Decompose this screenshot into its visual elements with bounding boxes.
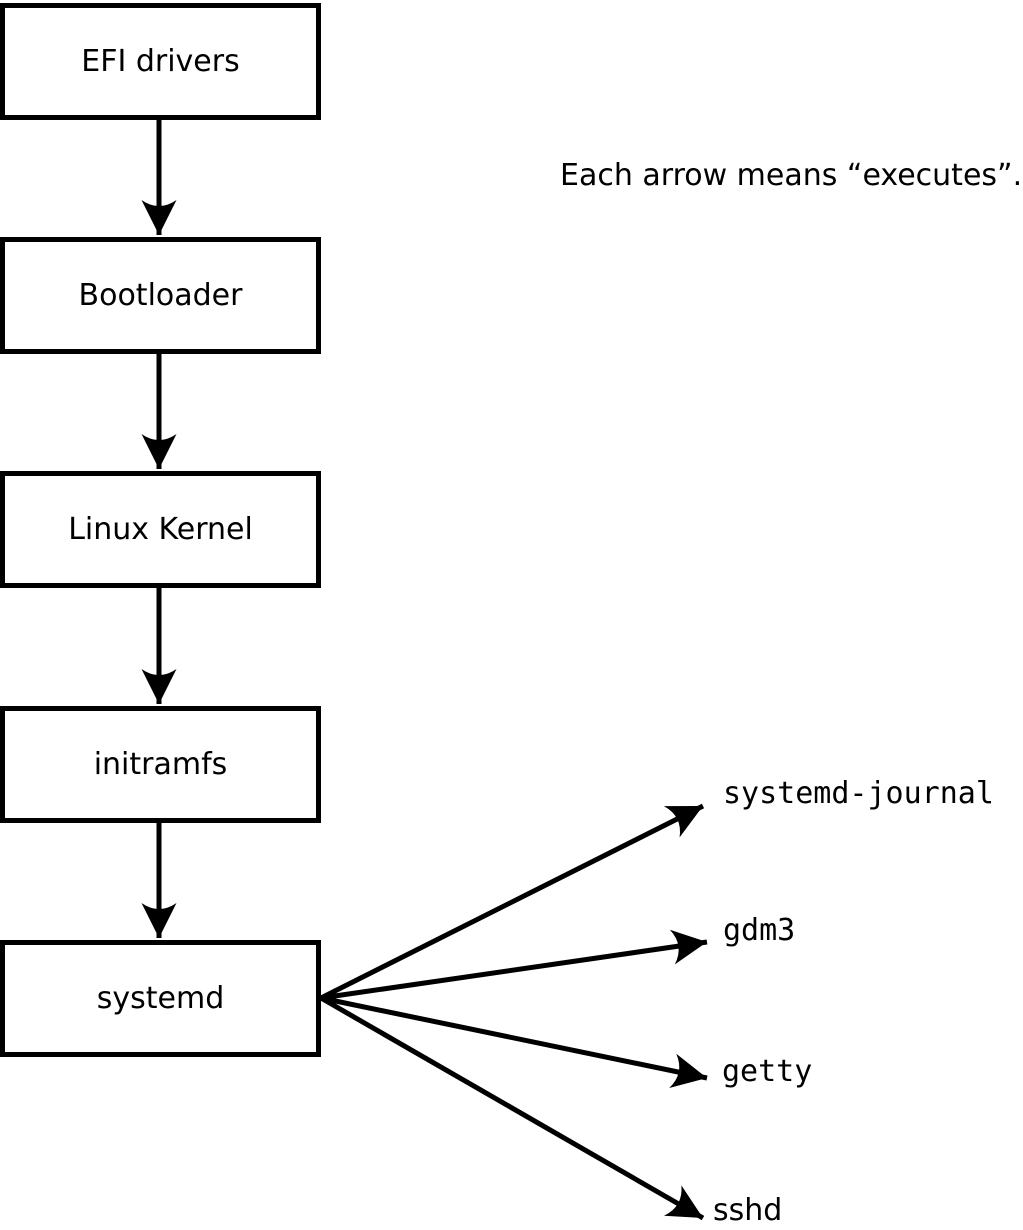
box-efi-drivers: EFI drivers [0,3,321,120]
label-getty: getty [722,1054,813,1089]
box-initramfs-label: initramfs [93,746,228,782]
box-efi-drivers-label: EFI drivers [81,43,240,79]
box-bootloader: Bootloader [0,237,321,354]
box-systemd-label: systemd [96,980,225,1016]
box-linux-kernel: Linux Kernel [0,471,321,588]
label-systemd-journal: systemd-journal [723,776,994,811]
arrow-systemd-to-getty [320,995,708,1089]
box-linux-kernel-label: Linux Kernel [68,511,253,547]
box-bootloader-label: Bootloader [78,277,243,313]
label-sshd: sshd [713,1193,783,1228]
box-systemd: systemd [0,940,321,1057]
arrow-meaning-note: Each arrow means “executes”. [560,158,1023,193]
arrow-systemd-to-sshd [319,995,705,1221]
arrow-systemd-to-gdm3 [320,929,708,1001]
label-gdm3: gdm3 [723,913,796,948]
arrow-systemd-to-journal [319,803,705,1001]
box-initramfs: initramfs [0,706,321,823]
